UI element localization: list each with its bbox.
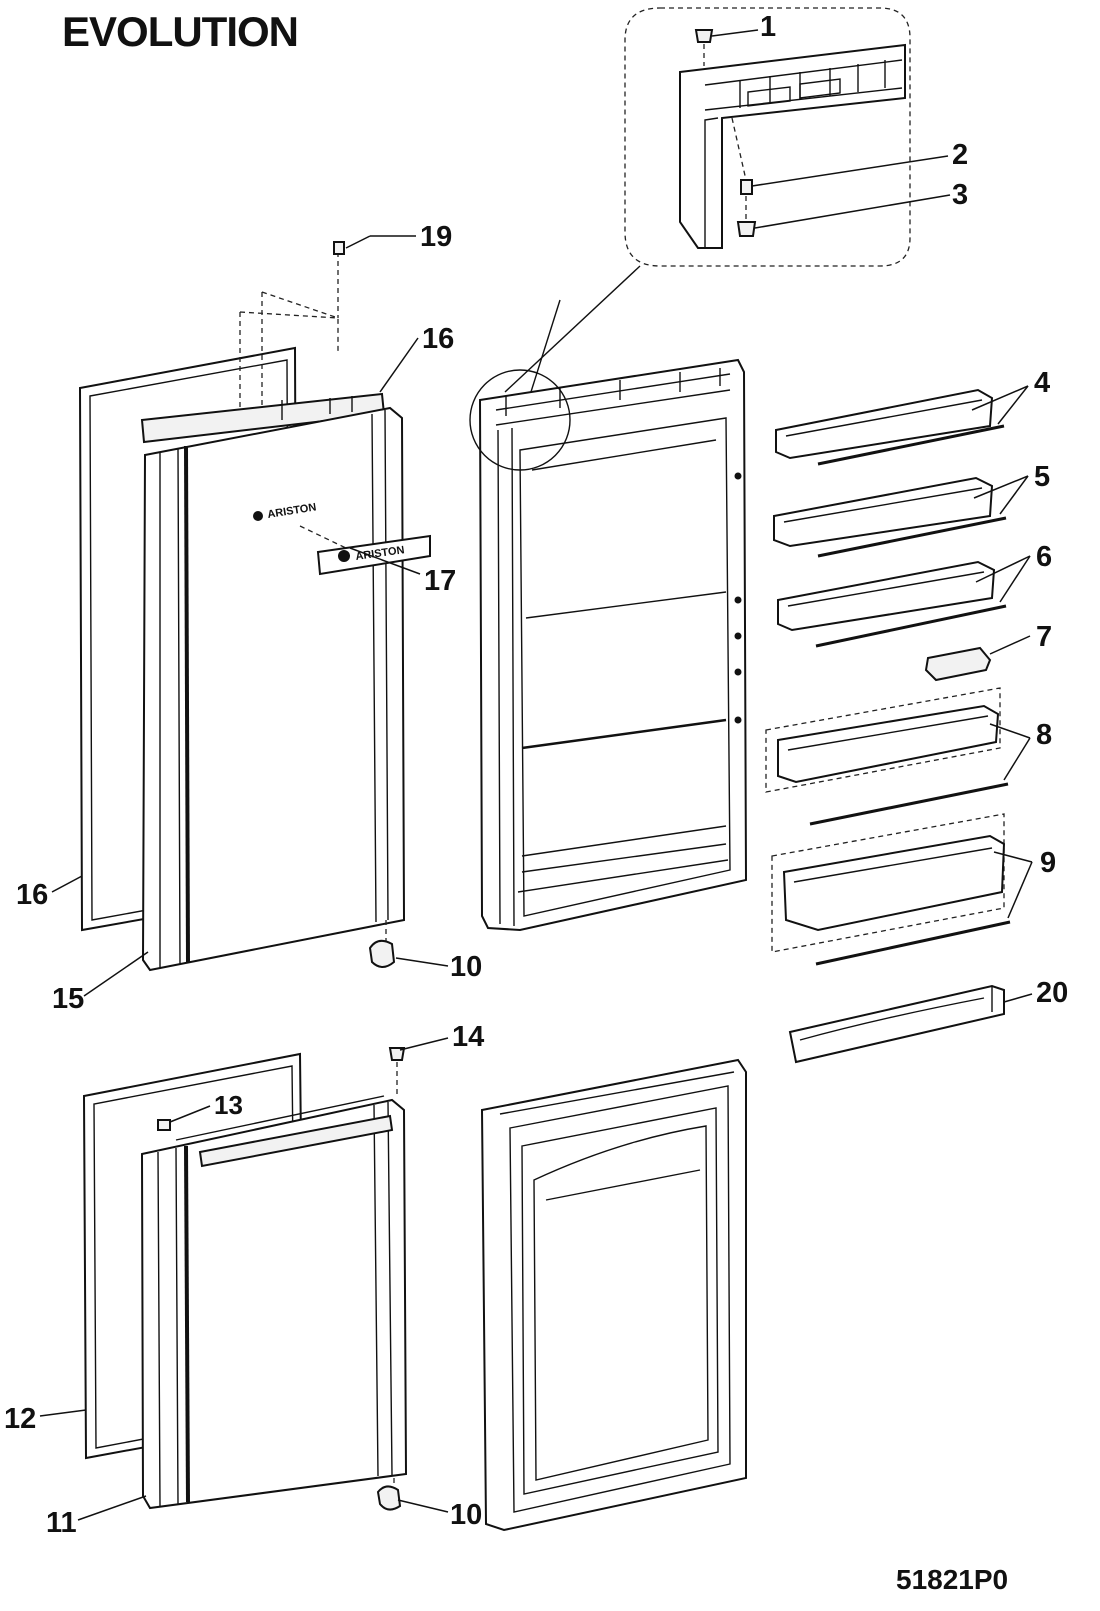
callout-20: 20 bbox=[1036, 977, 1068, 1009]
upper-door-assembly: ARISTON ARISTON bbox=[78, 241, 431, 972]
callout-19: 19 bbox=[420, 221, 452, 253]
callout-7: 7 bbox=[1036, 621, 1052, 653]
callout-5: 5 bbox=[1034, 461, 1050, 493]
callout-15: 15 bbox=[52, 983, 84, 1015]
callout-3: 3 bbox=[952, 179, 968, 211]
callout-13: 13 bbox=[214, 1090, 243, 1120]
brand-logo-badge: ARISTON bbox=[316, 534, 431, 576]
lower-door-liner bbox=[480, 1058, 747, 1532]
callout-16-trim: 16 bbox=[422, 323, 454, 355]
callout-9: 9 bbox=[1040, 847, 1056, 879]
detail-inset bbox=[504, 7, 911, 396]
callout-16-gasket: 16 bbox=[16, 879, 48, 911]
drawing-code: 51821P0 bbox=[896, 1564, 1009, 1595]
leader-lines bbox=[39, 29, 1033, 1521]
callout-12: 12 bbox=[4, 1403, 36, 1435]
callout-14: 14 bbox=[452, 1021, 484, 1053]
callout-10-upper: 10 bbox=[450, 951, 482, 983]
callout-4: 4 bbox=[1034, 367, 1050, 399]
callout-1: 1 bbox=[760, 11, 776, 43]
diagram-title: EVOLUTION bbox=[62, 8, 299, 55]
callout-10-lower: 10 bbox=[450, 1499, 482, 1531]
callout-6: 6 bbox=[1036, 541, 1052, 573]
callout-11: 11 bbox=[46, 1507, 77, 1539]
lower-door-assembly bbox=[82, 1047, 408, 1511]
callout-labels: 1 2 3 4 5 6 7 8 9 10 10 11 12 13 14 15 1… bbox=[4, 11, 1068, 1539]
callout-8: 8 bbox=[1036, 719, 1052, 751]
callout-17: 17 bbox=[424, 565, 456, 597]
callout-2: 2 bbox=[952, 139, 968, 171]
upper-door-liner bbox=[469, 358, 748, 932]
door-shelves bbox=[765, 388, 1011, 1064]
